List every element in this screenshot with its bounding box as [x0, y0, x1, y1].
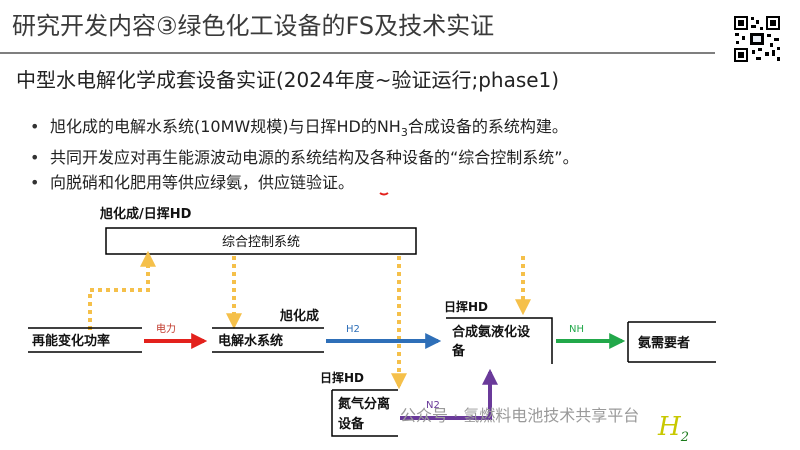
- bullet-item: 共同开发应对再生能源波动电源的系统结构及各种设备的“综合控制系统”。: [30, 145, 579, 170]
- ammonia-system-line1: 合成氨液化设: [452, 324, 531, 340]
- bullet-text: 向脱硝和化肥用等供应绿氨，供应链验证。: [50, 173, 355, 193]
- watermark-text: 公众号 · 氢燃料电池技术共享平台: [400, 406, 640, 425]
- ammonia-system-line2: 备: [451, 343, 466, 359]
- ammonia-demand-label: 氨需要者: [637, 335, 690, 351]
- logo-sub: 2: [680, 430, 689, 446]
- watermark-logo: H2: [658, 412, 689, 445]
- h2-arrow-label: H2: [346, 324, 360, 335]
- control-feedback-line: [88, 250, 156, 330]
- title-divider: [0, 52, 715, 54]
- control-system-label: 综合控制系统: [222, 235, 300, 250]
- n2-arrow-label: N2: [426, 400, 440, 411]
- n2-owner-label: 日挥HD: [320, 370, 364, 385]
- logo-main: H: [658, 412, 681, 442]
- ammonia-box-outline: [446, 317, 553, 364]
- power-arrow-label: 电力: [156, 322, 176, 335]
- renewable-fluctuation-label: 再能变化功率: [32, 333, 110, 349]
- section-subtitle: 中型水电解化学成套设备实证(2024年度~验证运行;phase1): [16, 68, 560, 92]
- electrolysis-owner-label: 旭化成: [279, 308, 319, 324]
- bullet-text-tail: 合成设备的系统构建。: [407, 117, 568, 136]
- bullet-list: 旭化成的电解水系统(10MW规模)与日挥HD的NH3合成设备的系统构建。 共同开…: [30, 114, 579, 195]
- ammonia-owner-label: 日挥HD: [444, 299, 488, 314]
- bullet-item: 向脱硝和化肥用等供应绿氨，供应链验证。: [30, 170, 579, 195]
- n2-box-outline: [331, 390, 398, 437]
- n2-system-line1: 氮气分离: [338, 396, 390, 412]
- bullet-subscript: 3: [400, 126, 408, 140]
- control-owner-label: 旭化成/日挥HD: [99, 206, 192, 222]
- n2-arrow: [400, 368, 498, 420]
- bullet-text: 旭化成的电解水系统(10MW规模)与日挥HD的NH: [50, 117, 401, 136]
- control-system-box: [105, 227, 417, 255]
- nh-arrow-label: NH: [569, 324, 584, 335]
- bullet-item: 旭化成的电解水系统(10MW规模)与日挥HD的NH3合成设备的系统构建。: [30, 114, 579, 145]
- bullet-text: 共同开发应对再生能源波动电源的系统结构及各种设备的“综合控制系统”。: [50, 148, 579, 168]
- electrolysis-system-label: 电解水系统: [218, 333, 283, 349]
- slide-title: 研究开发内容③绿色化工设备的FS及技术实证: [12, 12, 495, 40]
- qr-code-icon: [732, 14, 782, 64]
- red-mark: [379, 192, 389, 196]
- n2-system-line2: 设备: [338, 416, 365, 432]
